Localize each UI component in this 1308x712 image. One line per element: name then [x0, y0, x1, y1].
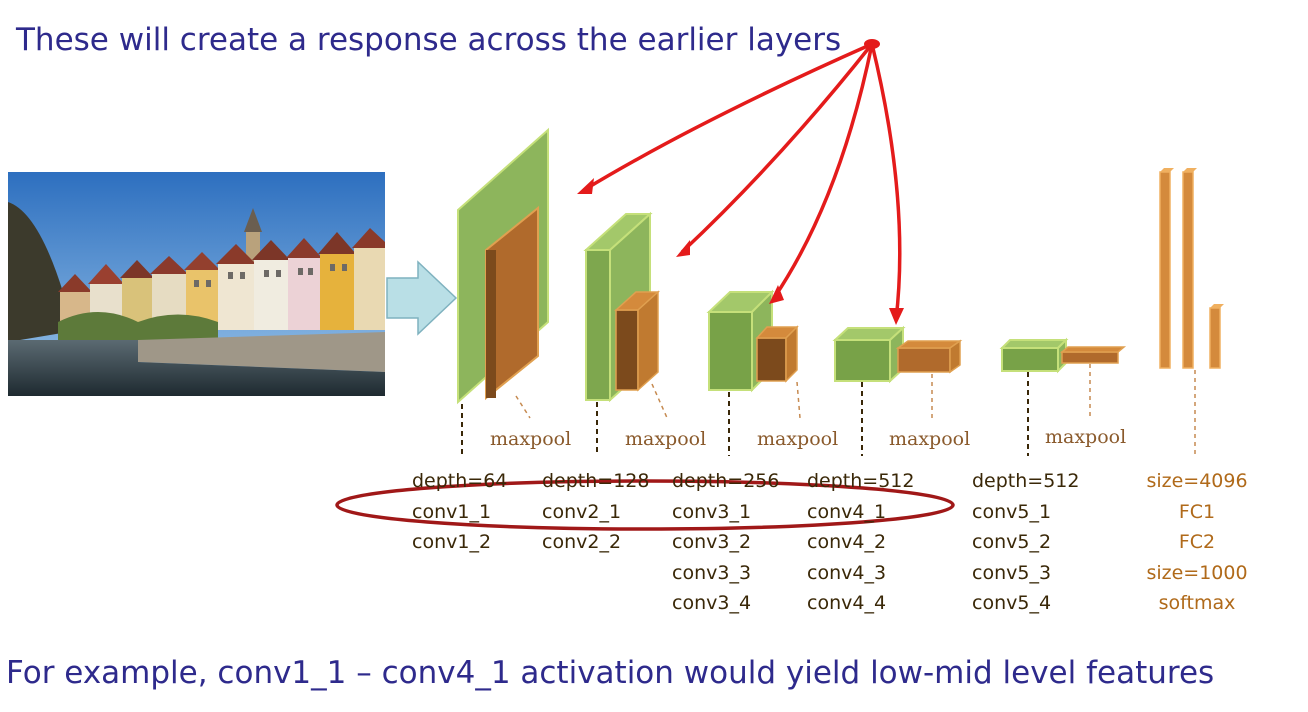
block-3-labels: depth=256 conv3_1 conv3_2 conv3_3 conv3_… — [672, 466, 780, 619]
layer-label: conv2_2 — [542, 531, 622, 553]
pool-label-2: maxpool — [625, 428, 707, 450]
fc-layers — [1159, 168, 1224, 369]
fc-label: size=1000 — [1146, 561, 1248, 584]
dashed-connectors — [461, 372, 1029, 456]
response-arrows — [583, 42, 902, 321]
block-4-labels: depth=512 conv4_1 conv4_2 conv4_3 conv4_… — [807, 466, 915, 619]
block-1-labels: depth=64 conv1_1 conv1_2 — [412, 466, 507, 558]
layer-label: conv1_2 — [412, 531, 492, 553]
highlight-ellipse — [335, 479, 955, 531]
conv-block-1 — [457, 127, 549, 405]
layer-label: conv3_3 — [672, 561, 752, 584]
fc-label: softmax — [1158, 592, 1236, 614]
layer-label: conv2_1 — [542, 500, 622, 523]
pool-label-1: maxpool — [490, 428, 572, 450]
layer-label: conv4_4 — [807, 592, 887, 614]
fc-label: size=4096 — [1146, 470, 1248, 492]
fc-labels: size=4096 FC1 FC2 size=1000 softmax — [1140, 466, 1254, 619]
input-photo — [8, 172, 385, 396]
fc-label: FC1 — [1178, 500, 1216, 523]
pool-label-5: maxpool — [1045, 426, 1127, 448]
layer-label: conv1_1 — [412, 500, 492, 523]
conv-block-4 — [832, 325, 963, 384]
block-5-labels: depth=512 conv5_1 conv5_2 conv5_3 conv5_… — [972, 466, 1080, 619]
headline: These will create a response across the … — [16, 22, 842, 58]
layer-label: conv5_4 — [972, 592, 1052, 614]
layer-label: conv5_2 — [972, 531, 1052, 553]
layer-label: conv4_3 — [807, 561, 887, 584]
conv-block-3 — [706, 289, 799, 393]
layer-label: conv3_1 — [672, 500, 752, 523]
pool-label-4: maxpool — [889, 428, 971, 450]
pool-connectors — [515, 364, 1196, 456]
layer-label: conv5_3 — [972, 561, 1052, 584]
input-arrow — [386, 260, 458, 336]
layer-label: conv5_1 — [972, 500, 1052, 523]
arrow-heads — [577, 39, 904, 325]
depth-label: depth=512 — [972, 470, 1080, 492]
depth-label: depth=512 — [807, 470, 915, 492]
depth-label: depth=256 — [672, 470, 780, 492]
pool-label-3: maxpool — [757, 428, 839, 450]
footer-caption: For example, conv1_1 – conv4_1 activatio… — [6, 655, 1215, 691]
depth-label: depth=128 — [542, 470, 650, 492]
conv-block-2 — [583, 211, 660, 403]
layer-label: conv4_1 — [807, 500, 887, 523]
fc-label: FC2 — [1178, 531, 1216, 553]
layer-label: conv4_2 — [807, 531, 887, 553]
block-2-labels: depth=128 conv2_1 conv2_2 — [542, 466, 650, 558]
layer-label: conv3_4 — [672, 592, 752, 614]
layer-label: conv3_2 — [672, 531, 752, 553]
depth-label: depth=64 — [412, 470, 508, 492]
conv-block-5 — [999, 337, 1127, 374]
